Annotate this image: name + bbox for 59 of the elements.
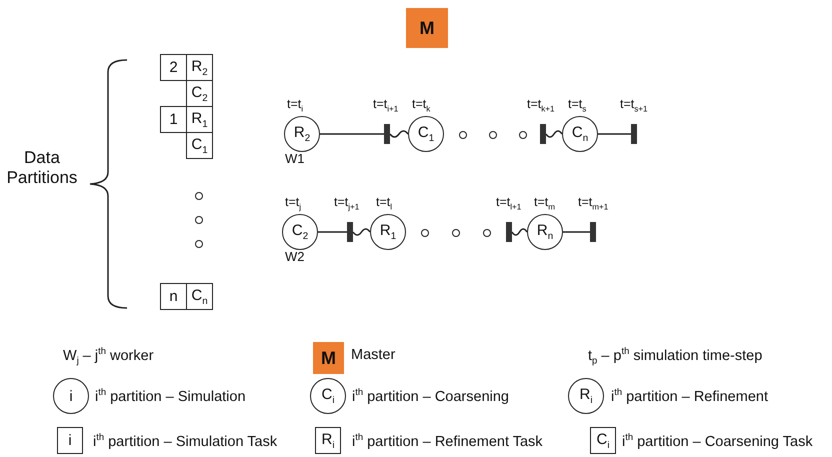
master-box: M: [406, 8, 448, 48]
time-label: t=t$_{m}$: [534, 195, 556, 212]
time-label: t=t$_{k}$: [412, 97, 430, 114]
refinement-task-symbol: R$_{i}$: [315, 427, 341, 454]
partition-cell: C$_{n}$: [186, 283, 213, 310]
time-label: t=t$_{l}$: [376, 195, 392, 212]
time-label: t=t$_{i+1}$: [373, 97, 398, 114]
wavy-connector: [511, 228, 528, 236]
legend-text: i$^{th}$ partition – Refinement Task: [352, 431, 543, 450]
partition-cell: 1: [160, 106, 187, 133]
connector-line: [598, 133, 631, 135]
time-step-bar: [631, 124, 637, 144]
time-label: t=t$_{m+1}$: [578, 195, 608, 212]
task-circle: C$_{n}$: [562, 116, 598, 152]
coarsening-task-symbol: C$_{i}$: [590, 427, 616, 454]
time-label: t=t$_{k+1}$: [527, 97, 555, 114]
time-label: t=t$_{s}$: [568, 97, 586, 114]
time-label: t=t$_{j+1}$: [334, 195, 360, 212]
coarsening-symbol: C$_{i}$: [310, 378, 346, 414]
time-label: t=t$_{l+1}$: [496, 195, 522, 212]
simulation-symbol: i: [53, 378, 89, 414]
connector-line: [318, 231, 347, 233]
refinement-symbol: R$_{i}$: [568, 378, 604, 414]
time-step-bar: [540, 124, 546, 144]
legend-text: Master: [351, 347, 396, 363]
time-step-bar: [590, 222, 596, 242]
worker-label: W2: [285, 249, 304, 264]
task-circle: C$_{1}$: [408, 116, 444, 152]
partition-cell: n: [160, 283, 187, 310]
axis-title: Data Partitions: [6, 148, 78, 188]
legend-text: i$^{th}$ partition – Simulation Task: [93, 431, 278, 450]
legend-text: W$_{j}$ – j$^{th}$ worker: [63, 345, 154, 366]
legend-text: i$^{th}$ partition – Refinement: [611, 386, 768, 405]
connector-line: [563, 231, 590, 233]
wavy-connector: [352, 228, 371, 236]
partition-cell: 2: [160, 54, 187, 81]
task-circle: R$_{1}$: [370, 214, 406, 250]
legend-text: i$^{th}$ partition – Coarsening: [352, 386, 509, 405]
connector-line: [320, 133, 384, 135]
time-label: t=t$_{i}$: [287, 97, 304, 114]
time-step-bar: [384, 124, 390, 144]
task-circle: R$_{n}$: [527, 214, 563, 250]
partition-cell: R$_{2}$: [186, 54, 213, 81]
time-label: t=t$_{s+1}$: [620, 97, 648, 114]
wavy-connector: [545, 130, 563, 138]
worker-label: W1: [285, 151, 304, 166]
legend-text: i$^{th}$ partition – Coarsening Task: [622, 431, 813, 450]
legend-text: i$^{th}$ partition – Simulation: [95, 386, 246, 405]
legend-text: t$_{p}$ – p$^{th}$ simulation time-step: [588, 345, 762, 366]
partition-cell: C$_{2}$: [186, 80, 213, 107]
partition-cell: C$_{1}$: [186, 132, 213, 159]
time-label: t=t$_{j}$: [285, 195, 302, 212]
wavy-connector: [389, 130, 409, 138]
time-step-bar: [506, 222, 512, 242]
simulation-task-symbol: i: [57, 427, 83, 454]
task-circle: C$_{2}$: [282, 214, 318, 250]
time-step-bar: [347, 222, 353, 242]
master-symbol: M: [313, 342, 344, 374]
task-circle: R$_{2}$: [284, 116, 320, 152]
